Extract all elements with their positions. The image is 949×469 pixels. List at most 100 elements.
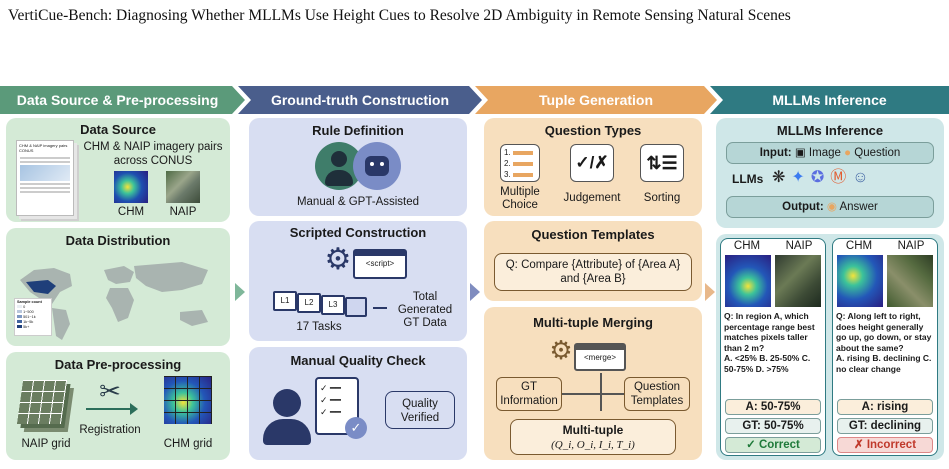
example-left-chm-image — [725, 255, 771, 307]
multi-tuple-merging-card: Multi-tuple Merging ⚙ <merge> GT Informa… — [484, 307, 702, 460]
judgement-icon: ✓/✗ — [570, 144, 614, 182]
inspector-body — [263, 419, 311, 445]
example-left-gt: GT: 50-75% — [725, 418, 821, 434]
chm-label: CHM — [117, 206, 145, 218]
scripted-construction-card: Scripted Construction ⚙ <script> L1 L2 L… — [249, 221, 467, 341]
flow-arrow-2 — [470, 283, 480, 301]
data-distribution-title: Data Distribution — [65, 233, 171, 248]
chm-thumbnail — [114, 171, 148, 203]
multi-tuple-title: Multi-tuple — [562, 423, 624, 437]
registration-label: Registration — [79, 424, 141, 436]
rule-definition-title: Rule Definition — [312, 123, 404, 138]
total-gt-label: Total Generated GT Data — [397, 291, 453, 329]
judgement-label: Judgement — [563, 192, 621, 204]
example-right-naip-label: NAIP — [897, 240, 925, 252]
chm-grid-label: CHM grid — [163, 438, 213, 450]
header-mllm-inference: MLLMs Inference — [710, 86, 949, 114]
data-preprocessing-title: Data Pre-processing — [54, 357, 182, 372]
image-icon: ▣ — [794, 147, 806, 159]
question-templates-title: Question Templates — [531, 227, 655, 242]
data-source-title: Data Source — [80, 122, 156, 137]
folder-stack-icon — [345, 297, 367, 317]
flow-arrow-3 — [705, 283, 715, 301]
merge-window: <merge> — [574, 343, 626, 371]
output-row: Output: ◉ Answer — [726, 196, 934, 218]
data-preprocessing-card: Data Pre-processing ✂ Registration NAIP … — [6, 352, 230, 460]
folder-l1-icon: L1 — [273, 291, 297, 311]
question-template-text: Q: Compare {Attribute} of {Area A} and {… — [494, 253, 692, 291]
naip-grid-label: NAIP grid — [21, 438, 71, 450]
total-arrow — [373, 307, 387, 309]
question-types-title: Question Types — [544, 123, 642, 138]
question-templates-box: Question Templates — [624, 377, 690, 411]
question-templates-card: Question Templates Q: Compare {Attribute… — [484, 221, 702, 301]
example-right-gt: GT: declining — [837, 418, 933, 434]
registration-arrow-head — [130, 403, 138, 415]
merge-gear-icon: ⚙ — [549, 335, 573, 365]
multi-tuple-merging-title: Multi-tuple Merging — [533, 315, 653, 330]
multi-tuple-box: Multi-tuple (Q_i, O_i, I_i, T_i) — [510, 419, 676, 455]
flow-arrow-1 — [235, 283, 245, 301]
question-icon: ● — [844, 147, 852, 159]
example-left-chm-label: CHM — [733, 240, 761, 252]
document-icon: CHM & NAIP imagery pairs CONUS — [16, 140, 74, 216]
verified-check-icon: ✓ — [345, 417, 367, 439]
example-right-chm-label: CHM — [845, 240, 873, 252]
naip-label: NAIP — [169, 206, 197, 218]
example-right-verdict: ✗ Incorrect — [837, 437, 933, 453]
naip-grid-image — [16, 380, 68, 424]
llms-label: LLMs — [732, 172, 764, 186]
chm-grid-image — [164, 376, 212, 424]
world-map — [20, 262, 208, 340]
header-tuple-generation: Tuple Generation — [475, 86, 717, 114]
scripted-construction-title: Scripted Construction — [289, 225, 427, 240]
example-left-verdict: ✓ Correct — [725, 437, 821, 453]
example-right: CHM NAIP Q: Along left to right, does he… — [832, 238, 938, 456]
tasks-label: 17 Tasks — [296, 321, 342, 333]
multi-tuple-formula: (Q_i, O_i, I_i, T_i) — [551, 439, 635, 451]
gt-information-box: GT Information — [496, 377, 562, 411]
data-source-desc: CHM & NAIP imagery pairs across CONUS — [83, 141, 223, 167]
rule-definition-desc: Manual & GPT-Assisted — [296, 196, 420, 208]
inspector-icon — [273, 389, 301, 417]
quality-verified-badge: Quality Verified — [385, 391, 455, 429]
header-data-source: Data Source & Pre-processing — [0, 86, 245, 114]
input-row: Input: ▣ Image ● Question — [726, 142, 934, 164]
example-left-naip-image — [775, 255, 821, 307]
data-distribution-card: Data Distribution Sample count 0 1~500 5… — [6, 228, 230, 346]
example-left-question: Q: In region A, which percentage range b… — [724, 311, 815, 374]
robot-icon — [353, 142, 401, 190]
header-ground-truth: Ground-truth Construction — [238, 86, 482, 114]
example-right-naip-image — [887, 255, 933, 307]
answer-icon: ◉ — [826, 201, 837, 213]
sorting-label: Sorting — [643, 192, 681, 204]
example-right-chm-image — [837, 255, 883, 307]
merge-arrow-line — [600, 373, 602, 411]
llm-logos-icon: ❋✦✪Ⓜ☺ — [772, 169, 875, 186]
script-window: <script> — [353, 249, 407, 279]
folder-l3-icon: L3 — [321, 295, 345, 315]
paper-title: VertiCue-Bench: Diagnosing Whether MLLMs… — [8, 7, 791, 24]
gear-icon: ⚙ — [324, 243, 352, 276]
example-left-naip-label: NAIP — [785, 240, 813, 252]
folder-l2-icon: L2 — [297, 293, 321, 313]
merge-join-line — [562, 393, 624, 395]
multiple-choice-icon: 1. 2. 3. — [500, 144, 540, 182]
mllm-inference-title: MLLMs Inference — [776, 123, 884, 138]
rule-definition-card: Rule Definition Manual & GPT-Assisted — [249, 118, 467, 216]
sorting-icon: ⇅☰ — [640, 144, 684, 182]
example-left: CHM NAIP Q: In region A, which percentag… — [720, 238, 826, 456]
registration-tools-icon: ✂ — [99, 376, 121, 406]
data-source-card: Data Source CHM & NAIP imagery pairs CON… — [6, 118, 230, 222]
incorrect-x-icon: ✗ — [853, 439, 864, 451]
naip-thumbnail — [166, 171, 200, 203]
example-left-answer: A: 50-75% — [725, 399, 821, 415]
quality-check-card: Manual Quality Check ✓ ━━✓ ━━✓ ━━ ✓ Qual… — [249, 347, 467, 460]
checklist-icon: ✓ ━━✓ ━━✓ ━━ — [315, 377, 359, 435]
inference-examples-card: CHM NAIP Q: In region A, which percentag… — [716, 234, 944, 460]
registration-arrow — [86, 408, 134, 410]
map-legend: Sample count 0 1~500 501~1k 1k~5k 5k+ — [14, 298, 52, 336]
quality-check-title: Manual Quality Check — [290, 353, 426, 368]
mllm-inference-card: MLLMs Inference Input: ▣ Image ● Questio… — [716, 118, 944, 228]
example-right-answer: A: rising — [837, 399, 933, 415]
